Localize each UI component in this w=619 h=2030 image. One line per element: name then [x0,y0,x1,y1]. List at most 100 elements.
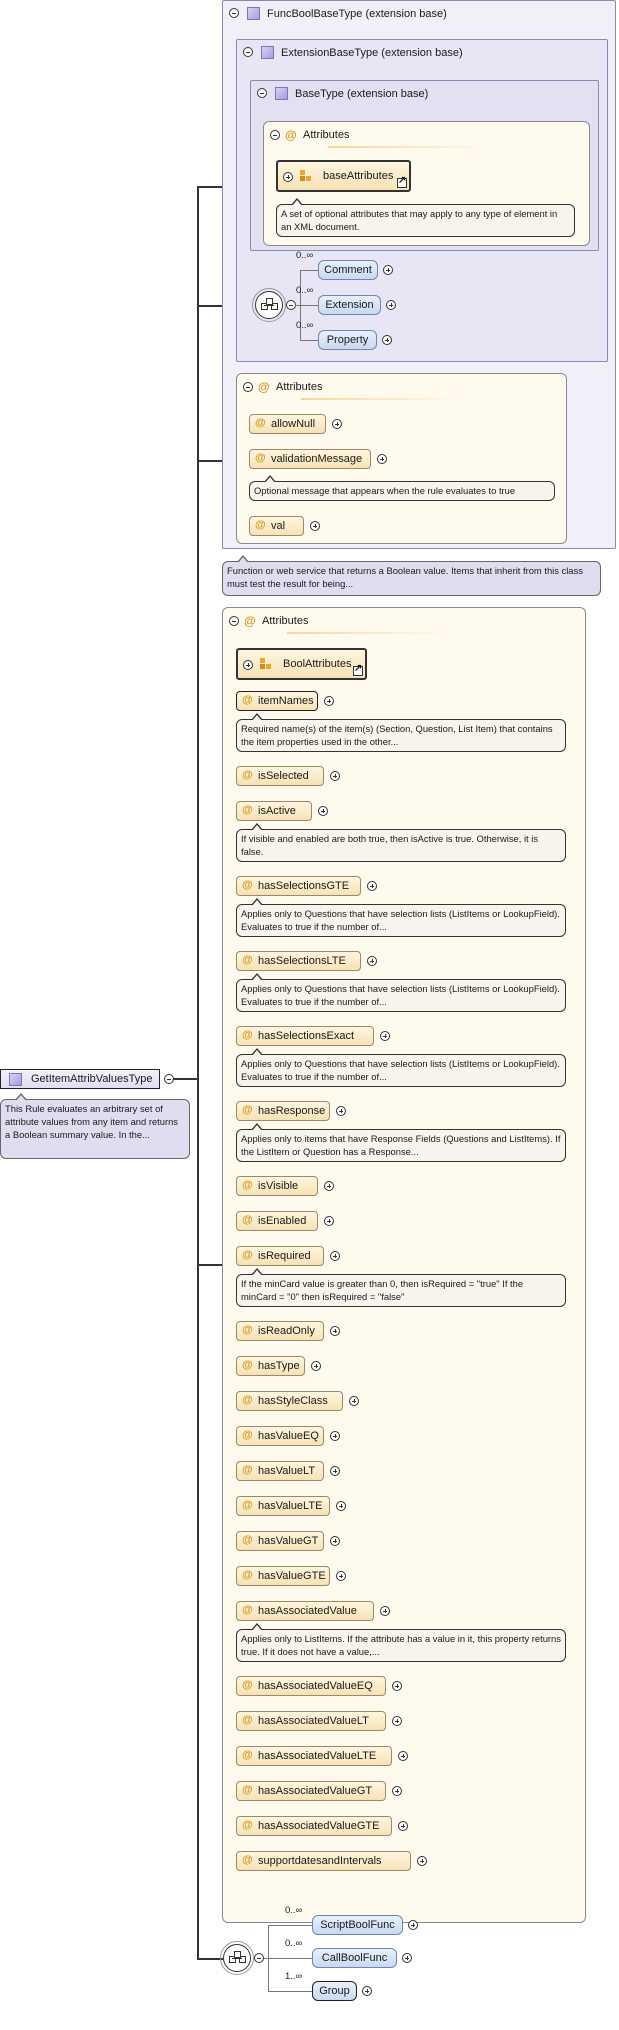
expand-hasvaluelte-icon[interactable] [336,1501,346,1511]
complex-type-icon [261,46,274,59]
expand-hasvaluegte-icon[interactable] [336,1571,346,1581]
expand-isvisible-icon[interactable] [324,1181,334,1191]
attribute-hasassociatedvaluegt[interactable]: @hasAssociatedValueGT [236,1781,386,1801]
element-comment[interactable]: Comment [318,260,378,280]
attribute-hasvaluelte[interactable]: @hasValueLTE [236,1496,330,1516]
attribute-hastype[interactable]: @hasType [236,1356,305,1376]
expand-hasassociatedvalue-icon[interactable] [380,1606,390,1616]
attribute-icon: @ [242,1359,253,1371]
element-extension[interactable]: Extension [318,295,381,315]
sequence-compositor-icon[interactable] [252,288,286,322]
attribute-isactive[interactable]: @isActive [236,801,312,821]
expand-hasselectionslte-icon[interactable] [367,956,377,966]
attribute-itemnames[interactable]: @itemNames [236,691,318,711]
expand-toggle-icon[interactable] [283,172,293,182]
expand-hasstyleclass-icon[interactable] [349,1396,359,1406]
expand-comment-icon[interactable] [383,265,393,275]
expand-itemnames-icon[interactable] [324,696,334,706]
expand-group-icon[interactable] [362,1986,372,1996]
attribute-icon: @ [242,1464,253,1476]
collapse-toggle-icon[interactable] [254,1953,264,1963]
attribute-hasvaluegt[interactable]: @hasValueGT [236,1531,324,1551]
attribute-isrequired[interactable]: @isRequired [236,1246,324,1266]
child-sequence-compositor-icon[interactable] [220,1941,254,1975]
element-group[interactable]: Group [312,1981,357,2001]
expand-hasvalueeq-icon[interactable] [330,1431,340,1441]
element-scriptboolfunc[interactable]: ScriptBoolFunc [312,1915,403,1935]
attribute-hasstyleclass[interactable]: @hasStyleClass [236,1391,343,1411]
collapse-toggle-icon[interactable] [229,8,239,18]
attribute-icon: @ [242,1604,253,1616]
attribute-hasselectionsexact[interactable]: @hasSelectionsExact [236,1026,374,1046]
expand-allownull-icon[interactable] [332,419,342,429]
attributes-title: Attributes [276,381,323,393]
root-type-getitemattribvaluestype[interactable]: GetItemAttribValuesType [0,1069,160,1089]
attribute-allownull[interactable]: @allowNull [249,414,326,434]
attribute-icon: @ [242,1249,253,1261]
expand-callboolfunc-icon[interactable] [402,1953,412,1963]
expand-isselected-icon[interactable] [330,771,340,781]
attribute-isvisible[interactable]: @isVisible [236,1176,318,1196]
element-property[interactable]: Property [318,330,377,350]
expand-hasvaluegt-icon[interactable] [330,1536,340,1546]
expand-toggle-icon[interactable] [243,660,253,670]
attribute-hasassociatedvaluelte[interactable]: @hasAssociatedValueLTE [236,1746,392,1766]
collapse-toggle-icon[interactable] [243,382,253,392]
base-attributes-ref[interactable]: baseAttributes [276,160,411,192]
attribute-icon: @ [242,694,253,706]
attribute-icon: @ [242,1749,253,1761]
attribute-hasassociatedvalueeq[interactable]: @hasAssociatedValueEQ [236,1676,386,1696]
attribute-isreadonly[interactable]: @isReadOnly [236,1321,324,1341]
expand-hasassociatedvalueeq-icon[interactable] [392,1681,402,1691]
attribute-group-icon [260,658,272,670]
attribute-supportdatesandintervals[interactable]: @supportdatesandIntervals [236,1851,411,1871]
expand-hasresponse-icon[interactable] [336,1106,346,1116]
collapse-toggle-icon[interactable] [257,88,267,98]
collapse-toggle-icon[interactable] [243,47,253,57]
attribute-isselected[interactable]: @isSelected [236,766,324,786]
expand-hasassociatedvaluegte-icon[interactable] [398,1821,408,1831]
attribute-icon: @ [242,1679,253,1691]
expand-scriptboolfunc-icon[interactable] [408,1920,418,1930]
bool-attributes-ref[interactable]: BoolAttributes [236,648,367,680]
expand-hasvaluelt-icon[interactable] [330,1466,340,1476]
expand-isrequired-icon[interactable] [330,1251,340,1261]
collapse-toggle-icon[interactable] [270,130,280,140]
expand-isactive-icon[interactable] [318,806,328,816]
attribute-val[interactable]: @val [249,516,304,536]
element-callboolfunc[interactable]: CallBoolFunc [312,1948,397,1968]
branch-line-main-attributes [197,1264,223,1266]
expand-hasselectionsexact-icon[interactable] [380,1031,390,1041]
attribute-group-icon [300,170,312,182]
attribute-validationmessage[interactable]: @validationMessage [249,449,371,469]
attribute-isenabled[interactable]: @isEnabled [236,1211,318,1231]
attribute-hasvaluegte[interactable]: @hasValueGTE [236,1566,330,1586]
expand-validationmessage-icon[interactable] [377,454,387,464]
expand-hasassociatedvaluelt-icon[interactable] [392,1716,402,1726]
base-type-box: BaseType (extension base) @ Attributes b… [250,80,599,251]
expand-supportdatesandintervals-icon[interactable] [417,1856,427,1866]
attribute-hasselectionsgte[interactable]: @hasSelectionsGTE [236,876,361,896]
collapse-toggle-icon[interactable] [229,616,239,626]
attribute-hasselectionslte[interactable]: @hasSelectionsLTE [236,951,361,971]
attribute-hasassociatedvalue[interactable]: @hasAssociatedValue [236,1601,374,1621]
expand-isreadonly-icon[interactable] [330,1326,340,1336]
attribute-hasvaluelt[interactable]: @hasValueLT [236,1461,324,1481]
base-type-label: BaseType (extension base) [295,88,429,100]
expand-hasassociatedvaluegt-icon[interactable] [392,1786,402,1796]
expand-hastype-icon[interactable] [311,1361,321,1371]
expand-val-icon[interactable] [310,521,320,531]
attribute-hasassociatedvaluelt[interactable]: @hasAssociatedValueLT [236,1711,386,1731]
collapse-toggle-icon[interactable] [164,1074,174,1084]
attribute-hasvalueeq[interactable]: @hasValueEQ [236,1426,324,1446]
attribute-hasassociatedvaluegte[interactable]: @hasAssociatedValueGTE [236,1816,392,1836]
expand-isenabled-icon[interactable] [324,1216,334,1226]
expand-hasassociatedvaluelte-icon[interactable] [398,1751,408,1761]
expand-property-icon[interactable] [382,335,392,345]
expand-hasselectionsgte-icon[interactable] [367,881,377,891]
hasselectionsgte-doc: Applies only to Questions that have sele… [236,898,566,937]
expand-extension-icon[interactable] [386,300,396,310]
attribute-hasresponse[interactable]: @hasResponse [236,1101,330,1121]
attribute-icon: @ [242,1214,253,1226]
attribute-icon: @ [242,1179,253,1191]
